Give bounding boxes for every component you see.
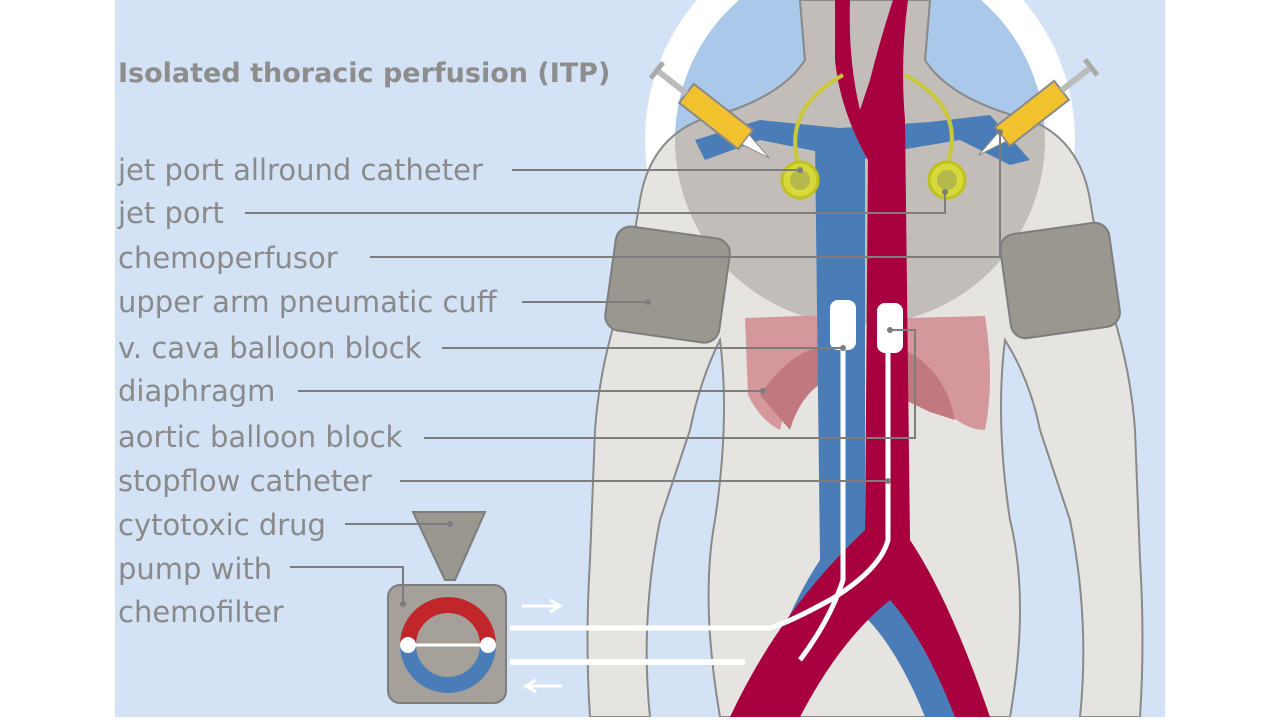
stopflow-catheter bbox=[510, 330, 891, 662]
label-pump-line2: chemofilter bbox=[118, 595, 284, 629]
label-stopflow-catheter: stopflow catheter bbox=[118, 464, 372, 498]
label-upper-arm-cuff: upper arm pneumatic cuff bbox=[118, 285, 498, 319]
v-cava-balloon bbox=[830, 300, 856, 350]
upper-arm-cuff-left bbox=[604, 225, 731, 344]
arrow-right-icon bbox=[522, 598, 563, 614]
label-diaphragm: diaphragm bbox=[118, 374, 275, 408]
pump-arc-venous bbox=[400, 644, 496, 693]
label-chemoperfusor: chemoperfusor bbox=[118, 241, 338, 275]
vena-cava bbox=[755, 140, 960, 717]
diagram-title: Isolated thoracic perfusion (ITP) bbox=[118, 58, 610, 89]
diaphragm-shape bbox=[760, 345, 828, 430]
label-aortic-balloon: aortic balloon block bbox=[118, 420, 403, 454]
syringe-left bbox=[648, 60, 770, 159]
pump-arc-arterial bbox=[400, 597, 496, 646]
upper-arm-cuff-right bbox=[999, 221, 1121, 340]
label-pump-line1: pump with bbox=[118, 552, 272, 586]
arrow-left-icon bbox=[523, 678, 562, 694]
diaphragm-shape-right bbox=[905, 350, 955, 420]
aorta bbox=[730, 0, 990, 717]
leader-lines bbox=[245, 129, 1003, 607]
label-jet-port: jet port bbox=[117, 196, 224, 230]
port-catheters bbox=[793, 73, 954, 171]
label-v-cava-balloon: v. cava balloon block bbox=[118, 331, 422, 365]
drug-funnel bbox=[411, 511, 487, 581]
label-cytotoxic-drug: cytotoxic drug bbox=[118, 508, 326, 542]
label-jet-port-allround-catheter: jet port allround catheter bbox=[117, 153, 483, 187]
